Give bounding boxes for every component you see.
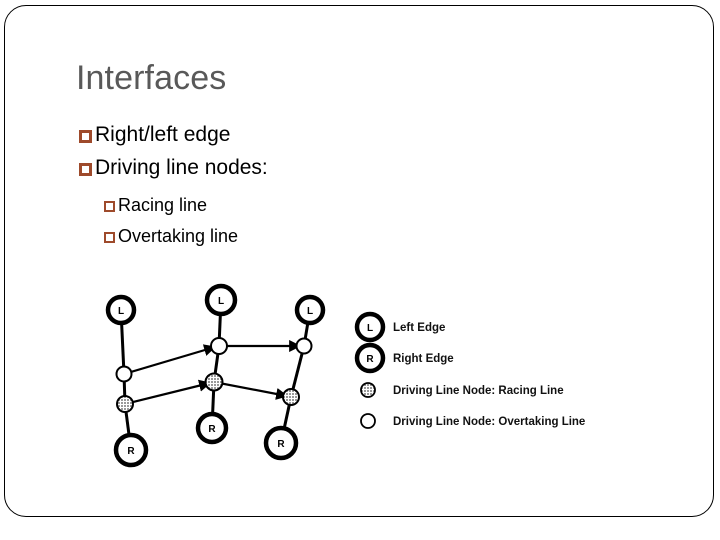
diagram-legend: L Left Edge R Right Edge Driving Line No… [354,311,585,429]
diagram-node-right-edge-c1: R [113,432,149,468]
bullet-item-right-left-edge: Right/left edge [79,122,230,148]
legend-item-racing-node: Driving Line Node: Racing Line [360,382,564,398]
diagram-node-racing-c2 [204,372,224,392]
diagram-node-overtaking-c3 [295,337,313,355]
diagram-node-racing-c1 [116,395,134,413]
legend-item-right-edge: R Right Edge [354,342,454,374]
bullet-label: Racing line [118,195,208,215]
legend-label: Left Edge [393,322,445,334]
diagram-node-overtaking-c1 [115,365,133,383]
track-interfaces-diagram: L R L R [88,282,648,477]
diagram-node-left-edge-c2: L [204,283,238,317]
bullet-label: Right/left edge [95,123,231,146]
bullet-item-overtaking-line: Overtaking line [104,225,238,248]
node-label: R [127,446,135,457]
legend-label: Driving Line Node: Overtaking Line [393,416,585,428]
legend-symbol: R [366,354,374,365]
diagram-node-right-edge-c2: R [195,411,229,445]
hollow-square-bullet-icon [79,162,92,176]
node-label: L [307,306,313,317]
legend-item-overtaking-node: Driving Line Node: Overtaking Line [360,413,585,429]
node-label: R [208,424,216,435]
diagram-node-right-edge-c3: R [263,425,299,461]
diagram-node-overtaking-c2 [210,337,228,355]
hollow-square-bullet-icon [104,232,115,243]
legend-symbol: L [367,323,373,334]
legend-label: Driving Line Node: Racing Line [393,385,564,397]
diagram-node-left-edge-c3: L [294,294,326,326]
hollow-square-bullet-icon [104,201,115,212]
hollow-square-bullet-icon [79,129,92,143]
bullet-item-racing-line: Racing line [104,194,207,217]
diagram-arrows [123,339,302,406]
diagram-node-left-edge-c1: L [105,294,137,326]
diagram-node-racing-c3 [282,388,300,406]
bullet-item-driving-line-nodes: Driving line nodes: [79,155,268,181]
legend-item-left-edge: L Left Edge [354,311,445,343]
node-label: L [218,296,224,307]
node-label: L [118,306,124,317]
bullet-label: Overtaking line [118,226,239,246]
bullet-label: Driving line nodes: [95,156,268,179]
node-label: R [277,439,285,450]
page-title: Interfaces [76,59,227,97]
legend-label: Right Edge [393,353,454,365]
